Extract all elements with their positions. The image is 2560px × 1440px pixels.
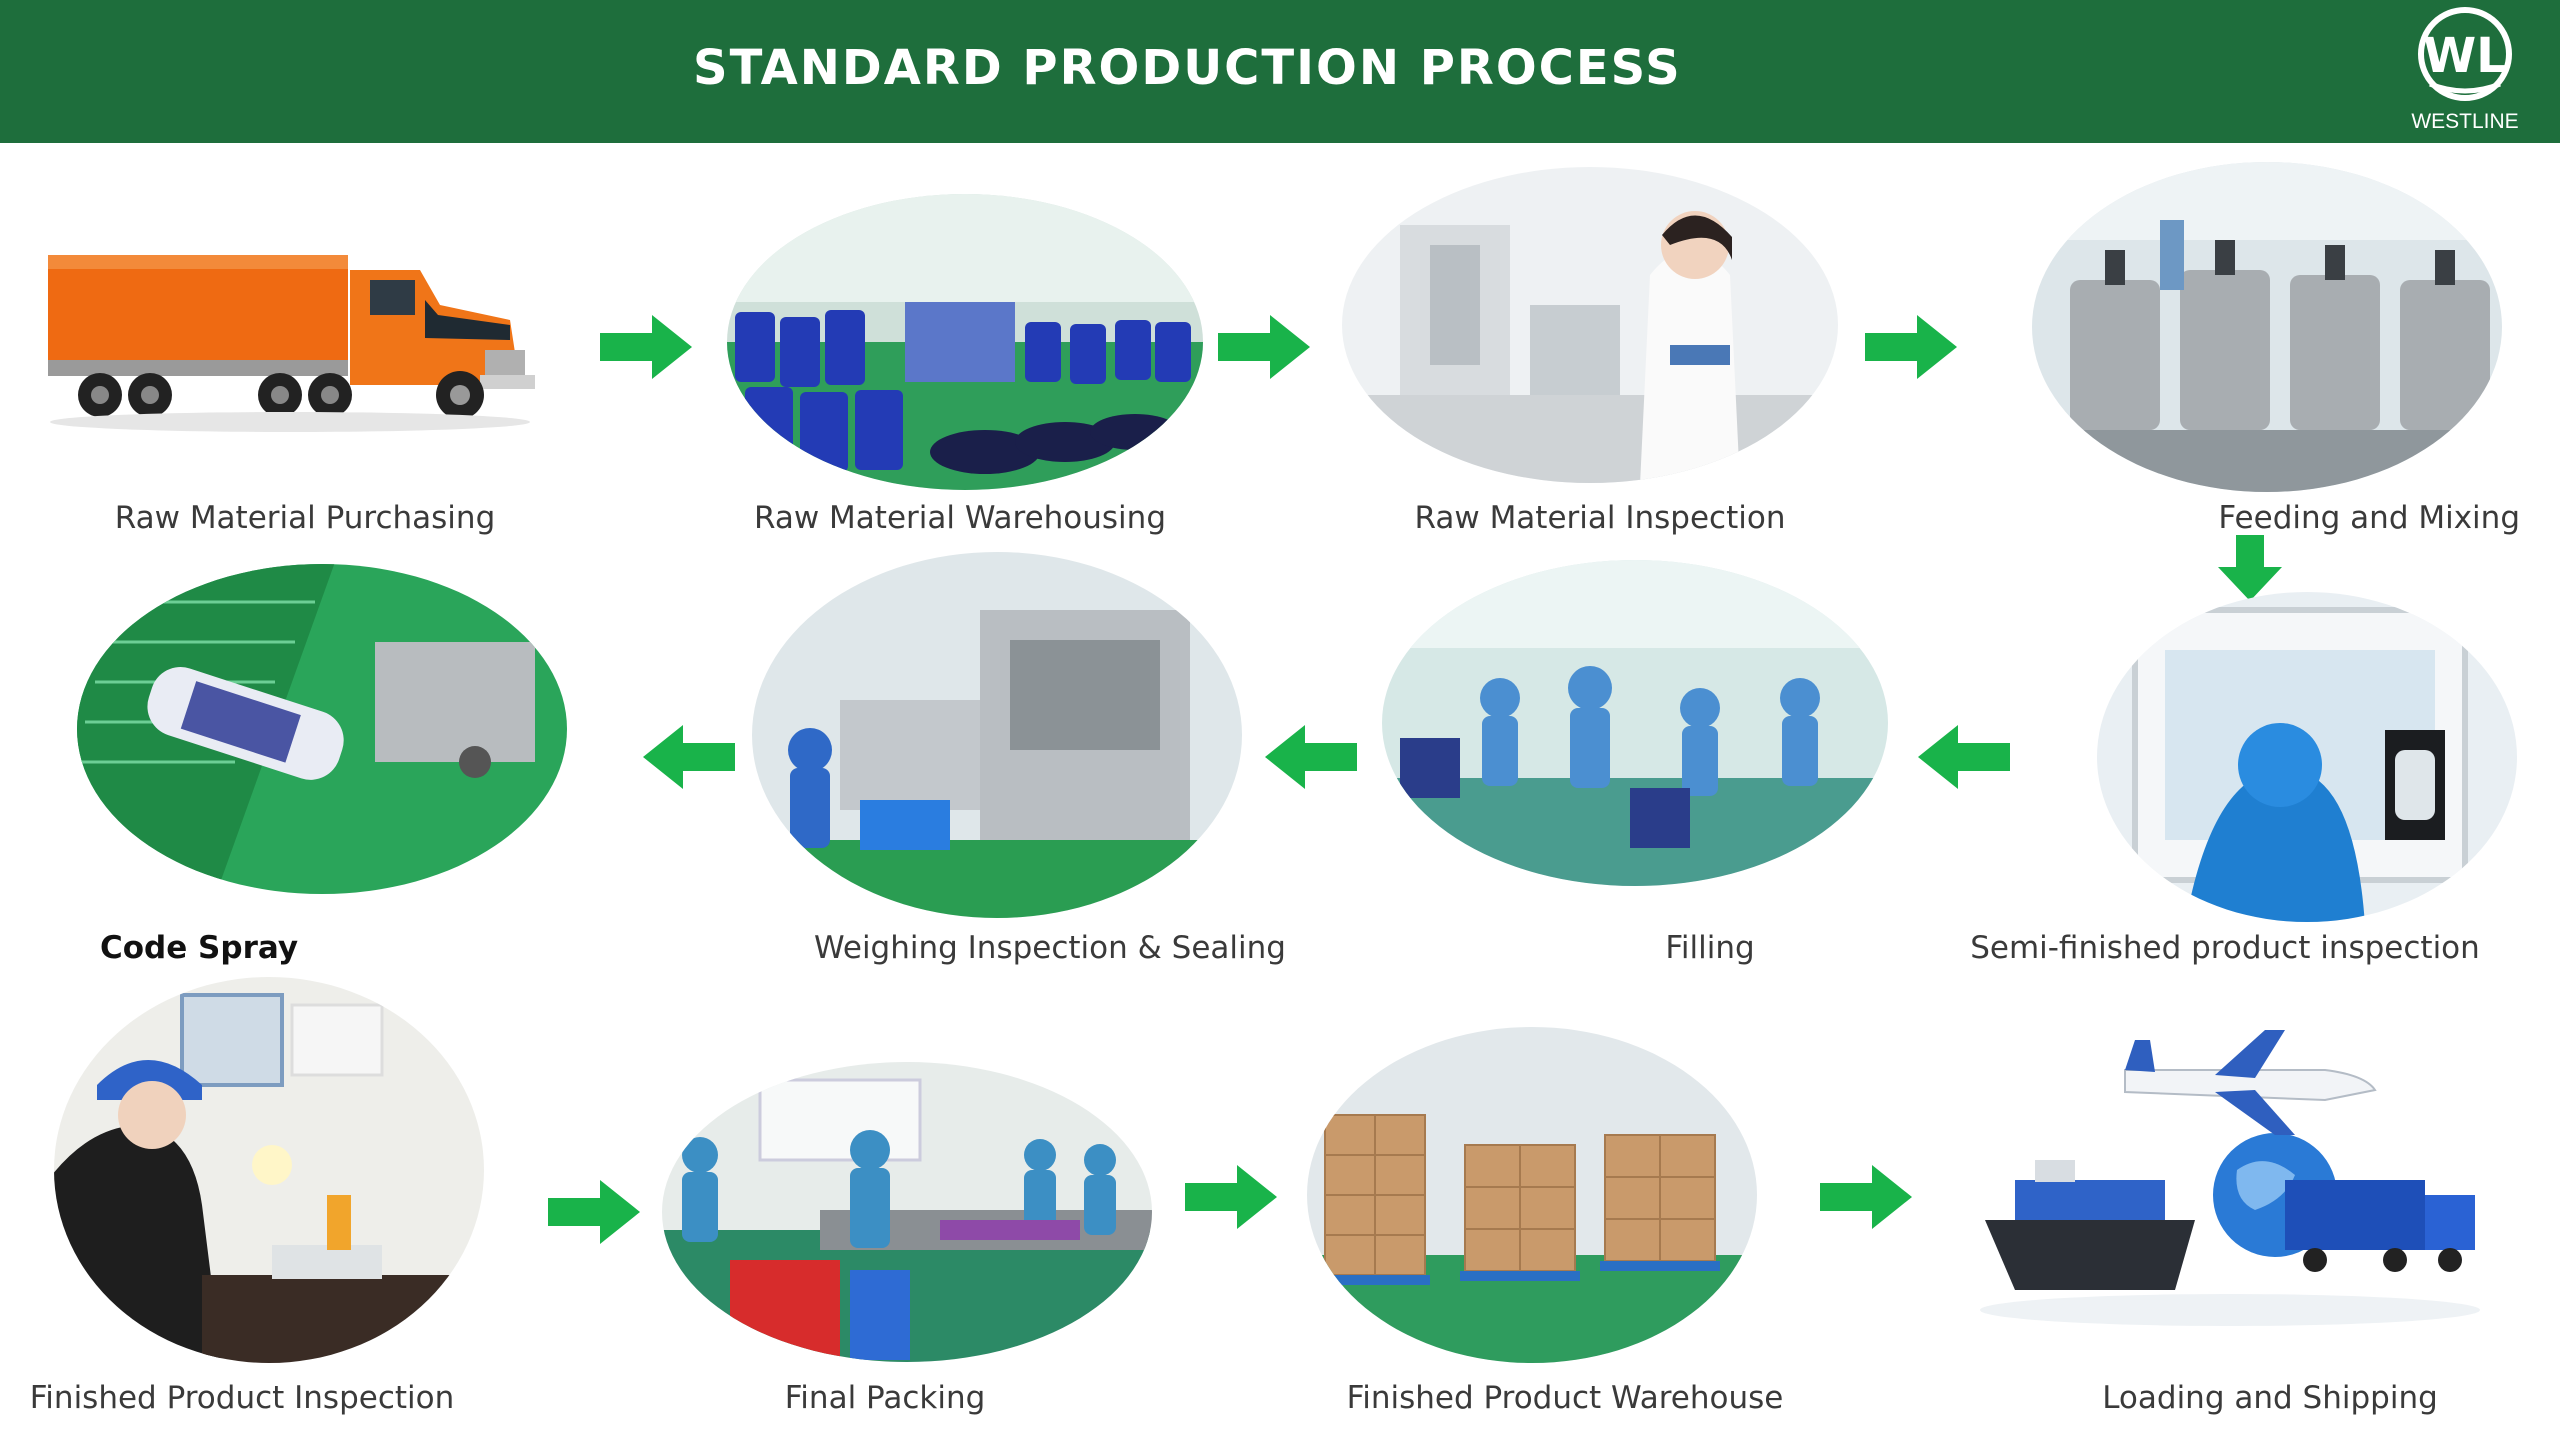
step-label-filling: Filling bbox=[1665, 930, 1755, 966]
arrow-down-icon bbox=[2218, 535, 2282, 601]
step-label-semi-finished-product-inspection: Semi-finished product inspection bbox=[1970, 930, 2480, 966]
step-label-code-spray: Code Spray bbox=[100, 930, 299, 966]
finished-inspection-image bbox=[52, 975, 487, 1365]
arrow-right-icon bbox=[600, 315, 692, 379]
step-label-loading-and-shipping: Loading and Shipping bbox=[2102, 1380, 2438, 1416]
logo-mark: WL bbox=[2423, 28, 2507, 84]
semi-finished-inspection-image bbox=[2095, 590, 2520, 925]
final-packing-image bbox=[660, 1060, 1155, 1365]
shipping-image bbox=[1975, 1010, 2485, 1330]
warehouse-drums-image bbox=[725, 192, 1205, 492]
arrow-left-icon bbox=[643, 725, 735, 789]
arrow-right-icon bbox=[1820, 1165, 1912, 1229]
mixing-tanks-image bbox=[2030, 160, 2505, 495]
code-spray-image bbox=[75, 562, 570, 897]
arrow-right-icon bbox=[548, 1180, 640, 1244]
header-bar: STANDARD PRODUCTION PROCESS WL WESTLINE bbox=[0, 0, 2560, 143]
page-title: STANDARD PRODUCTION PROCESS bbox=[693, 40, 1682, 96]
filling-room-image bbox=[1380, 558, 1890, 888]
step-label-weighing-inspection-sealing: Weighing Inspection & Sealing bbox=[814, 930, 1286, 966]
lab-inspection-image bbox=[1340, 165, 1840, 485]
arrow-right-icon bbox=[1218, 315, 1310, 379]
logo-text: WESTLINE bbox=[2411, 110, 2519, 133]
sealing-machine-image bbox=[750, 550, 1245, 920]
finished-warehouse-image bbox=[1305, 1025, 1760, 1365]
truck-image bbox=[40, 210, 560, 440]
arrow-right-icon bbox=[1865, 315, 1957, 379]
arrow-right-icon bbox=[1185, 1165, 1277, 1229]
step-label-feeding-and-mixing: Feeding and Mixing bbox=[2218, 500, 2520, 536]
westline-logo: WL WESTLINE bbox=[2400, 2, 2530, 138]
step-label-finished-product-inspection: Finished Product Inspection bbox=[29, 1380, 455, 1416]
arrow-left-icon bbox=[1918, 725, 2010, 789]
step-label-finished-product-warehouse: Finished Product Warehouse bbox=[1346, 1380, 1784, 1416]
step-label-raw-material-warehousing: Raw Material Warehousing bbox=[753, 500, 1166, 536]
step-label-raw-material-inspection: Raw Material Inspection bbox=[1414, 500, 1786, 536]
step-label-final-packing: Final Packing bbox=[784, 1380, 986, 1416]
arrow-left-icon bbox=[1265, 725, 1357, 789]
step-label-raw-material-purchasing: Raw Material Purchasing bbox=[114, 500, 496, 536]
